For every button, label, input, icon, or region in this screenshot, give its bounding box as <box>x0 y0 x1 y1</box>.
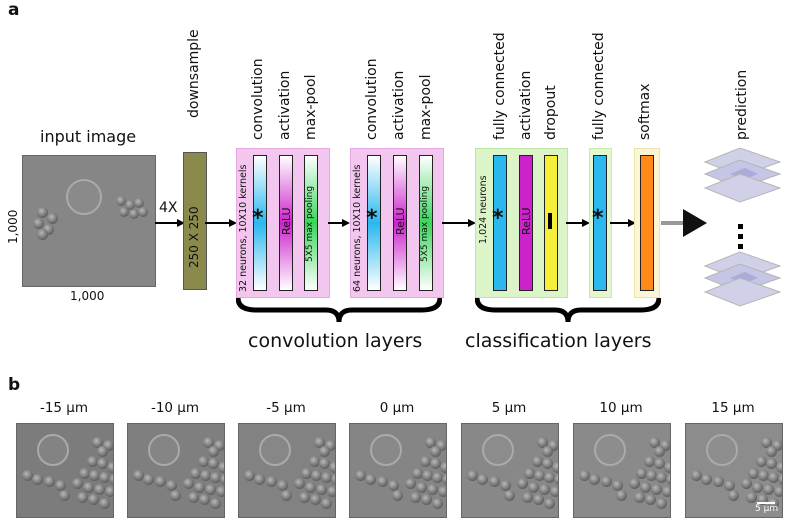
header-prediction: prediction <box>734 69 750 140</box>
arrow-input-to-downsample <box>155 219 185 227</box>
focus-label-5: 5 µm <box>491 400 527 416</box>
brace-convolution-layers <box>236 297 442 323</box>
focus-label-1: -15 µm <box>39 400 89 416</box>
header-downsample: downsample <box>186 29 202 118</box>
conv2-kernel-bar <box>367 155 381 291</box>
header-fully-connected-2: fully connected <box>591 32 607 140</box>
focus-image-1 <box>16 423 114 518</box>
relu3-bar <box>519 155 533 291</box>
softmax-bar <box>640 155 654 291</box>
conv-block-2-neurons: 64 neurons, 10X10 kernels <box>352 164 363 292</box>
focus-image-3 <box>238 423 336 518</box>
arrow-dropout-to-fc2 <box>566 219 590 227</box>
fc-neurons-label: 1,024 neurons <box>478 175 489 244</box>
conv1-symbol: * <box>252 206 264 231</box>
panel-letter-a: a <box>8 0 20 20</box>
focus-image-2 <box>127 423 225 518</box>
header-activation-1: activation <box>277 70 293 140</box>
scale-factor-label: 4X <box>159 200 178 216</box>
focus-image-5 <box>461 423 559 518</box>
relu3-label: ReLU <box>520 207 533 235</box>
scale-bar-label: 5 µm <box>755 504 779 514</box>
maxpool2-label: 5X5 max pooling <box>420 185 430 262</box>
input-image-title: input image <box>40 127 137 146</box>
header-convolution-2: convolution <box>364 58 380 140</box>
arrow-conv2-to-fc <box>442 219 476 227</box>
header-activation-3: activation <box>518 70 534 140</box>
focus-label-3: -5 µm <box>266 400 306 416</box>
fc1-symbol: * <box>492 206 504 231</box>
relu1-bar <box>279 155 293 291</box>
header-maxpool-1: max-pool <box>303 74 319 140</box>
relu2-label: ReLU <box>394 207 407 235</box>
conv1-kernel-bar <box>253 155 267 291</box>
fc1-bar <box>493 155 507 291</box>
focus-label-7: 15 µm <box>711 400 755 416</box>
header-activation-2: activation <box>391 70 407 140</box>
header-fully-connected-1: fully connected <box>492 32 508 140</box>
fc2-symbol: * <box>592 206 604 231</box>
relu1-label: ReLU <box>280 207 293 235</box>
focus-image-4 <box>349 423 447 518</box>
focus-label-6: 10 µm <box>599 400 643 416</box>
scale-bar <box>757 502 775 504</box>
header-maxpool-2: max-pool <box>418 74 434 140</box>
group-label-classification: classification layers <box>465 330 652 352</box>
focus-label-2: -10 µm <box>150 400 200 416</box>
arrow-conv1-to-conv2 <box>328 219 350 227</box>
maxpool1-label: 5X5 max pooling <box>305 185 315 262</box>
relu2-bar <box>393 155 407 291</box>
conv2-symbol: * <box>366 206 378 231</box>
input-dim-bottom: 1,000 <box>70 289 105 303</box>
arrow-fc2-to-softmax <box>610 219 636 227</box>
input-dim-left: 1,000 <box>6 209 20 244</box>
maxpool2-bar <box>419 155 433 291</box>
header-dropout: dropout <box>543 85 559 140</box>
dropout-mark <box>548 213 552 229</box>
brace-classification-layers <box>475 297 661 323</box>
conv-block-1-neurons: 32 neurons, 10X10 kernels <box>238 164 249 292</box>
panel-letter-b: b <box>8 375 21 395</box>
arrow-downsample-to-conv1 <box>205 219 237 227</box>
downsample-box-label: 250 X 250 <box>187 206 201 268</box>
header-convolution-1: convolution <box>250 58 266 140</box>
header-softmax: softmax <box>637 83 653 140</box>
group-label-convolution: convolution layers <box>248 330 423 352</box>
arrow-to-prediction <box>661 209 707 237</box>
downsample-box <box>183 152 207 290</box>
maxpool1-bar <box>304 155 318 291</box>
fc2-bar <box>593 155 607 291</box>
focus-image-6 <box>573 423 671 518</box>
focus-label-4: 0 µm <box>379 400 415 416</box>
prediction-stacks <box>703 148 782 307</box>
input-image <box>22 155 156 287</box>
